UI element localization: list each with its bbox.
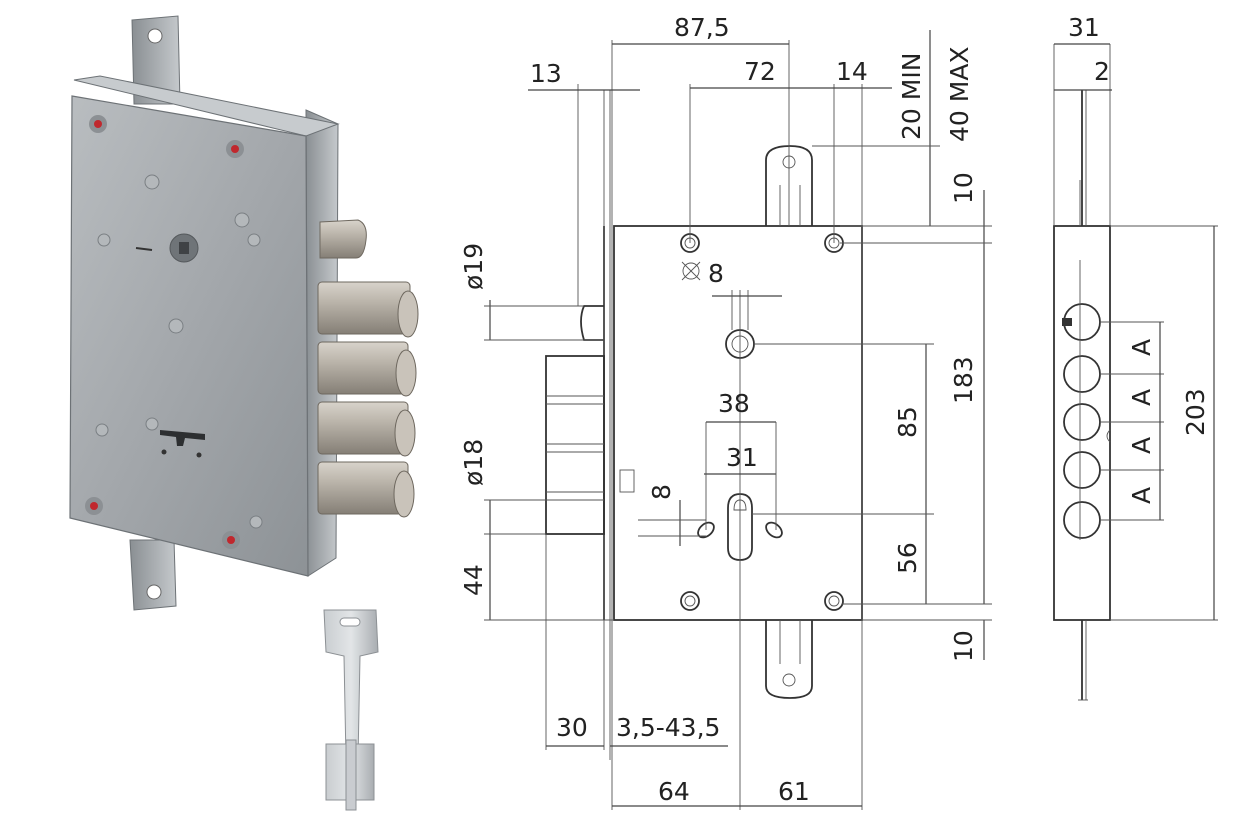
front-bottom-tab bbox=[765, 620, 813, 699]
lock-photo bbox=[69, 15, 419, 811]
dim-40-max: 40 MAX bbox=[945, 46, 974, 142]
dim-a-2: A bbox=[1127, 389, 1156, 406]
rivets bbox=[95, 174, 263, 529]
dim-30: 30 bbox=[556, 713, 588, 742]
dim-a-1: A bbox=[1127, 339, 1156, 356]
side-body-outline bbox=[1053, 225, 1111, 621]
dim-56: 56 bbox=[893, 542, 922, 574]
dim-64: 64 bbox=[658, 777, 690, 806]
dim-85: 85 bbox=[893, 406, 922, 438]
dim-20-min: 20 MIN bbox=[897, 53, 926, 140]
dim-10-bot: 10 bbox=[949, 630, 978, 662]
dim-a-4: A bbox=[1127, 487, 1156, 504]
dim-44: 44 bbox=[459, 564, 488, 596]
deadbolt-1 bbox=[317, 281, 419, 338]
dim-13: 13 bbox=[530, 59, 562, 88]
front-latch bbox=[580, 305, 604, 341]
dim-3-5-43-5: 3,5-43,5 bbox=[616, 713, 720, 742]
dim-10-top: 10 bbox=[949, 172, 978, 204]
deadbolts bbox=[317, 281, 419, 518]
dim-72: 72 bbox=[744, 57, 776, 86]
bottom-tab bbox=[129, 539, 177, 611]
side-view-drawing: 31 2 203 A A A A bbox=[1053, 13, 1218, 701]
red-screws bbox=[85, 115, 244, 549]
dim-2-side: 2 bbox=[1094, 57, 1110, 86]
front-dimension-labels: 87,5 13 72 14 20 MIN 40 MAX 10 ø19 8 38 … bbox=[459, 13, 978, 806]
dim-a-3: A bbox=[1127, 437, 1156, 454]
side-dimension-labels: 31 2 203 A A A A bbox=[1068, 13, 1210, 504]
latch-bolt bbox=[319, 219, 367, 259]
front-view-drawing: 87,5 13 72 14 20 MIN 40 MAX 10 ø19 8 38 … bbox=[459, 13, 992, 810]
dim-18: ø18 bbox=[459, 439, 488, 486]
dim-38: 38 bbox=[718, 389, 750, 418]
dim-31-front: 31 bbox=[726, 443, 758, 472]
lock-body-outline bbox=[613, 225, 863, 621]
dim-87-5: 87,5 bbox=[674, 13, 730, 42]
dim-8-hole: 8 bbox=[708, 259, 724, 288]
deadbolt-4 bbox=[317, 461, 415, 518]
dim-203: 203 bbox=[1181, 388, 1210, 436]
top-tab-hole bbox=[147, 28, 163, 44]
bottom-tab-hole bbox=[146, 584, 162, 600]
front-deadbolt-block bbox=[545, 355, 605, 535]
lock-top-edge bbox=[73, 75, 340, 137]
front-top-tab bbox=[765, 145, 813, 226]
keyhole bbox=[160, 430, 205, 446]
deadbolt-2 bbox=[317, 341, 417, 397]
cylinder-cutout bbox=[727, 493, 753, 561]
key bbox=[323, 609, 379, 811]
deadbolt-3 bbox=[317, 401, 416, 457]
dim-183: 183 bbox=[949, 356, 978, 404]
lock-face-plate bbox=[69, 95, 309, 577]
dim-8-small: 8 bbox=[647, 484, 676, 500]
dim-61: 61 bbox=[778, 777, 810, 806]
dim-19: ø19 bbox=[459, 243, 488, 290]
dim-31-side: 31 bbox=[1068, 13, 1100, 42]
dim-14: 14 bbox=[836, 57, 868, 86]
